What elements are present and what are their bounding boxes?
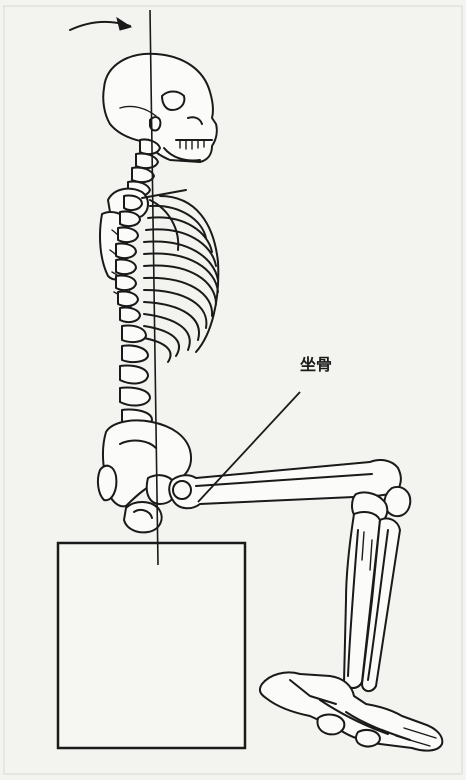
seat-box — [58, 543, 245, 748]
ischium-label: 坐骨 — [300, 355, 332, 374]
